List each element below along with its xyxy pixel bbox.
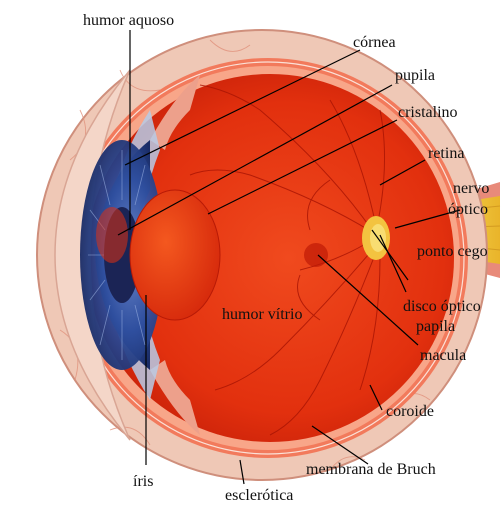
label-humor-aquoso: humor aquoso xyxy=(83,12,174,29)
label-cornea: córnea xyxy=(353,34,396,51)
label-pupila: pupila xyxy=(395,67,435,84)
label-coroide: coroide xyxy=(386,403,434,420)
label-cristalino: cristalino xyxy=(398,104,458,121)
macula xyxy=(304,243,328,267)
label-retina: retina xyxy=(428,145,464,162)
label-ponto-cego: ponto cego xyxy=(417,243,488,260)
label-iris: íris xyxy=(133,473,153,490)
label-esclerotica: esclerótica xyxy=(225,487,293,504)
optic-disc xyxy=(362,216,390,260)
label-macula: macula xyxy=(420,347,466,364)
label-nervo: nervo xyxy=(453,180,489,197)
pupil xyxy=(96,207,128,263)
label-optico: óptico xyxy=(448,201,488,218)
label-disco-optico: disco óptico xyxy=(403,298,481,315)
label-membrana-bruch: membrana de Bruch xyxy=(306,461,436,478)
label-papila: papila xyxy=(416,318,455,335)
lens xyxy=(130,190,220,320)
label-humor-vitrio: humor vítrio xyxy=(222,306,302,323)
